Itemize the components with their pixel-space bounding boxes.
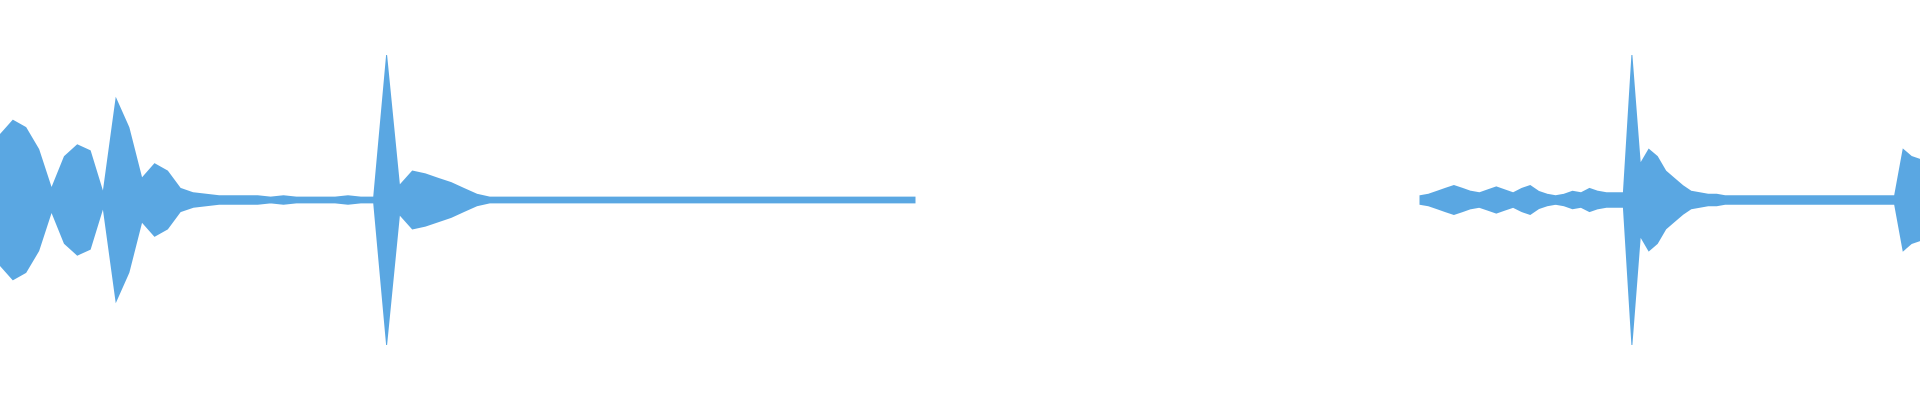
- waveform-view: [0, 54, 1920, 346]
- audio-waveform: [0, 54, 1920, 346]
